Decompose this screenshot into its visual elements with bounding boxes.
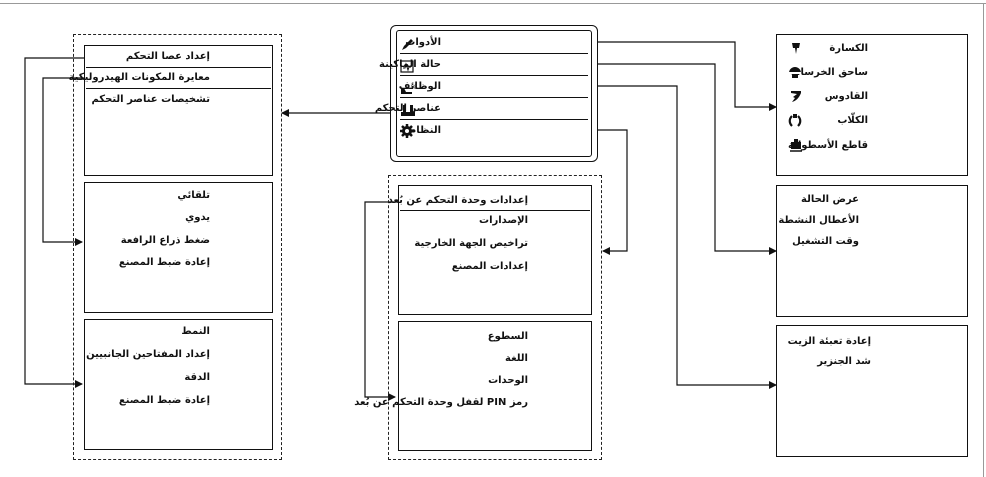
controls-item[interactable]: تشخيصات عناصر التحكم — [91, 94, 210, 105]
functions-box — [776, 325, 968, 457]
system-connector — [590, 129, 628, 255]
menu-item-machine-status[interactable]: حالة الماكينة — [379, 59, 441, 70]
system-box-1 — [398, 185, 592, 315]
controls-item[interactable]: معايرة المكونات الهيدروليكية — [68, 72, 210, 83]
svg-text:%: % — [411, 84, 416, 91]
menu-item-system[interactable]: النظام — [408, 125, 441, 136]
menu-separator — [86, 88, 271, 89]
tool-crusher[interactable]: ساحق الخرسانة — [790, 67, 868, 78]
system-item[interactable]: الإصدارات — [479, 215, 528, 226]
remote-settings-connector — [364, 201, 403, 401]
controls-box-1 — [84, 45, 273, 176]
breaker-icon — [789, 40, 803, 54]
system-item[interactable]: تراخيص الجهة الخارجية — [414, 238, 528, 249]
function-item[interactable]: شد الجنزير — [817, 356, 871, 367]
controls-item[interactable]: إعادة ضبط المصنع — [118, 257, 210, 268]
system-group — [388, 175, 602, 460]
status-item[interactable]: الأعطال النشطة — [778, 215, 859, 226]
machine-status-box — [776, 185, 968, 317]
system-item[interactable]: إعدادات المصنع — [451, 261, 528, 272]
tool-breaker[interactable]: الكسارة — [829, 43, 868, 54]
tool-drum-cutter[interactable]: قاطع الأسطوانة — [788, 140, 868, 151]
main-menu-inner — [396, 30, 592, 157]
function-item[interactable]: إعادة تعبئة الزيت — [787, 336, 871, 347]
machine-status-connector — [590, 63, 777, 255]
tool-bucket[interactable]: القادوس — [824, 91, 868, 102]
controls-icon — [400, 102, 415, 116]
controls-item[interactable]: ضغط ذراع الرافعة — [120, 235, 210, 246]
controls-item[interactable]: إعداد المفتاحين الجانبيين — [86, 349, 210, 360]
menu-item-functions[interactable]: الوظائف — [398, 81, 441, 92]
crusher-icon — [788, 64, 802, 78]
menu-separator — [400, 75, 588, 76]
system-item[interactable]: رمز PIN لقفل وحدة التحكم عن بُعد — [354, 397, 528, 408]
menu-separator — [400, 53, 588, 54]
status-item[interactable]: عرض الحالة — [801, 194, 859, 205]
menu-item-tools[interactable]: الأدوات — [405, 37, 441, 48]
hydraulics-connector — [42, 77, 84, 246]
joystick-connector — [24, 57, 84, 388]
top-border — [0, 3, 986, 4]
tools-connector — [590, 41, 777, 111]
controls-group — [73, 34, 282, 460]
functions-icon: % — [400, 80, 417, 94]
gear-icon — [400, 123, 414, 138]
bucket-icon — [789, 88, 803, 102]
grapple-icon — [788, 112, 802, 127]
system-item[interactable]: الوحدات — [488, 375, 528, 386]
right-border — [983, 3, 984, 477]
controls-item[interactable]: يدوي — [185, 212, 210, 223]
menu-separator — [86, 67, 271, 68]
tools-box — [776, 34, 968, 176]
controls-box-2 — [84, 182, 273, 313]
menu-separator — [400, 210, 590, 211]
system-item[interactable]: السطوع — [487, 331, 528, 342]
status-item[interactable]: وقت التشغيل — [792, 236, 859, 247]
menu-separator — [400, 97, 588, 98]
menu-separator — [400, 119, 588, 120]
controls-box-3 — [84, 319, 273, 450]
controls-item[interactable]: تلقائي — [177, 190, 210, 201]
system-item[interactable]: إعدادات وحدة التحكم عن بُعد — [387, 195, 528, 206]
functions-connector — [590, 85, 777, 389]
machine-status-icon — [400, 58, 414, 73]
system-box-2 — [398, 321, 592, 451]
menu-item-controls[interactable]: عناصر التحكم — [374, 103, 441, 114]
drum-cutter-icon — [789, 137, 803, 152]
controls-item[interactable]: الدقة — [184, 372, 210, 383]
controls-item[interactable]: إعداد عصا التحكم — [125, 51, 210, 62]
controls-item[interactable]: النمط — [181, 326, 210, 337]
pen-tool-icon — [400, 36, 414, 50]
system-item[interactable]: اللغة — [505, 353, 528, 364]
controls-item[interactable]: إعادة ضبط المصنع — [118, 395, 210, 406]
tool-grapple[interactable]: الكلّاب — [837, 115, 868, 126]
